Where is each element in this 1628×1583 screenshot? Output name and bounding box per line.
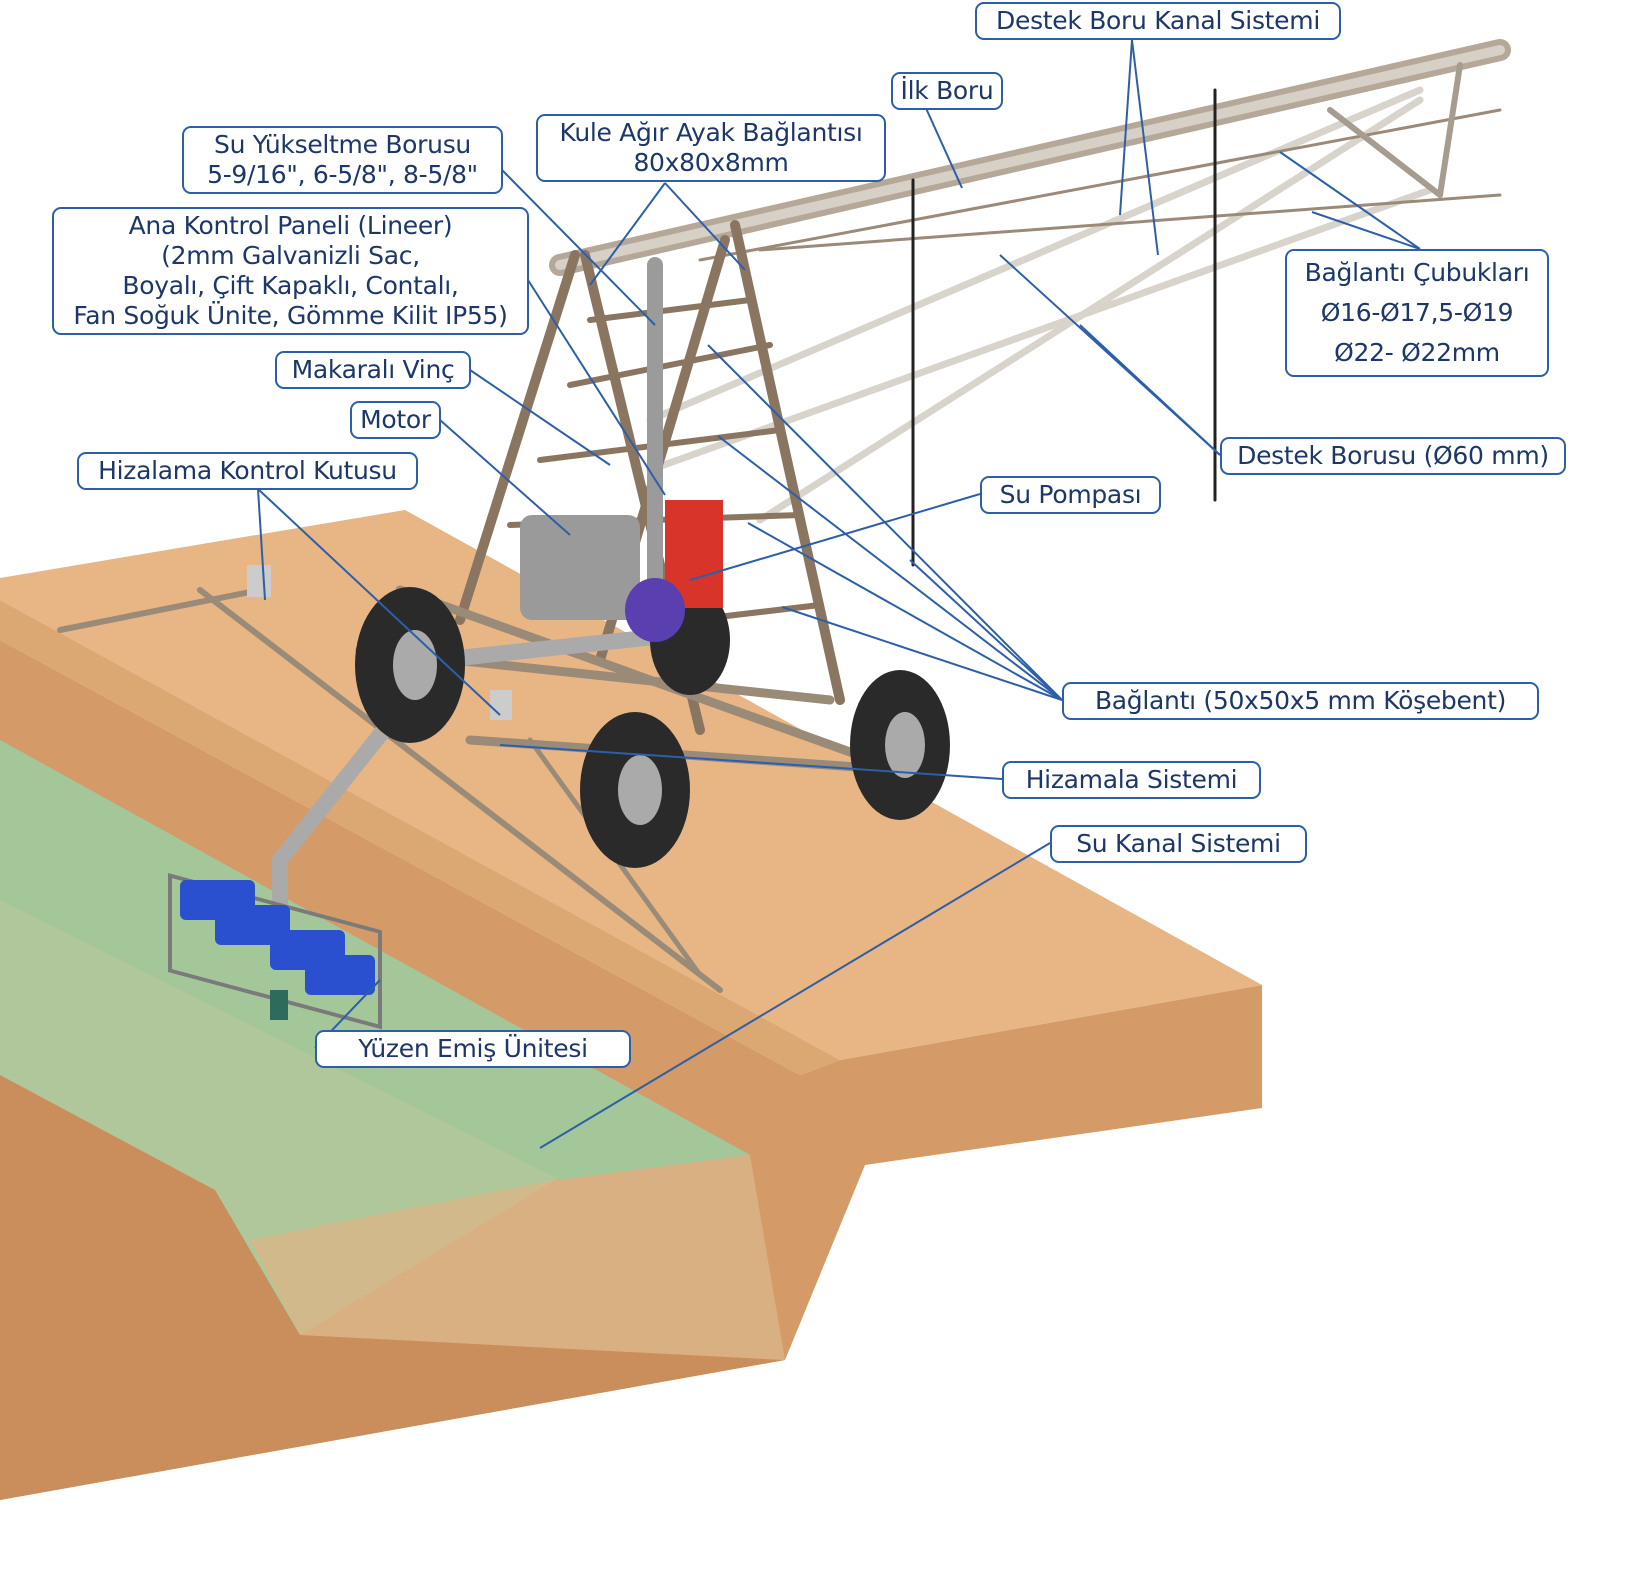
label-text: Destek Borusu (Ø60 mm) bbox=[1237, 441, 1549, 470]
water-surface bbox=[0, 740, 750, 1180]
label-su-pompasi: Su Pompası bbox=[980, 476, 1161, 514]
label-text: Ana Kontrol Paneli (Lineer) bbox=[128, 211, 453, 240]
motor-body bbox=[520, 515, 640, 620]
label-destek-borusu: Destek Borusu (Ø60 mm) bbox=[1220, 437, 1566, 475]
leader-lines bbox=[257, 39, 1421, 1149]
label-text: Yüzen Emiş Ünitesi bbox=[358, 1034, 588, 1063]
label-ilk-boru: İlk Boru bbox=[891, 72, 1003, 110]
label-text: Ø22- Ø22mm bbox=[1334, 338, 1500, 367]
label-text: Hizamala Sistemi bbox=[1025, 765, 1238, 794]
alignment-box-2 bbox=[490, 690, 512, 720]
terrain bbox=[0, 510, 1262, 1500]
label-hizamala-sistemi: Hizamala Sistemi bbox=[1002, 761, 1261, 799]
label-hizalama-kontrol-kutusu: Hizalama Kontrol Kutusu bbox=[77, 452, 418, 490]
label-text: Hizalama Kontrol Kutusu bbox=[98, 456, 397, 485]
label-destek-boru-kanal-sistemi: Destek Boru Kanal Sistemi bbox=[975, 2, 1341, 40]
label-baglanti-kosebent: Bağlantı (50x50x5 mm Köşebent) bbox=[1062, 682, 1539, 720]
canal-floor bbox=[250, 1155, 785, 1360]
pump-body bbox=[625, 578, 685, 642]
label-text: Ø16-Ø17,5-Ø19 bbox=[1320, 298, 1514, 327]
label-text: İlk Boru bbox=[900, 76, 994, 105]
label-text: (2mm Galvanizli Sac, bbox=[161, 241, 420, 270]
label-su-kanal-sistemi: Su Kanal Sistemi bbox=[1050, 825, 1307, 863]
label-text: Su Yükseltme Borusu bbox=[214, 130, 471, 159]
label-makarali-vinc: Makaralı Vinç bbox=[275, 351, 471, 389]
label-text: Fan Soğuk Ünite, Gömme Kilit IP55) bbox=[73, 301, 508, 330]
label-text: Destek Boru Kanal Sistemi bbox=[996, 6, 1320, 35]
label-text: Makaralı Vinç bbox=[291, 355, 455, 384]
alignment-box bbox=[247, 565, 271, 597]
ground-bottom-face bbox=[0, 1075, 785, 1500]
label-text: Motor bbox=[360, 405, 431, 434]
label-motor: Motor bbox=[350, 401, 441, 439]
label-text: Bağlantı (50x50x5 mm Köşebent) bbox=[1094, 686, 1507, 715]
floating-suction-unit bbox=[168, 873, 382, 1030]
canal-bank bbox=[0, 600, 840, 1075]
label-text: 5-9/16", 6-5/8", 8-5/8" bbox=[207, 160, 478, 189]
label-text: Su Pompası bbox=[999, 480, 1142, 509]
label-text: Boyalı, Çift Kapaklı, Contalı, bbox=[122, 271, 459, 300]
label-text: 80x80x8mm bbox=[633, 148, 789, 177]
label-ana-kontrol-paneli: Ana Kontrol Paneli (Lineer)(2mm Galvaniz… bbox=[52, 207, 529, 335]
label-yuzen-emis-unitesi: Yüzen Emiş Ünitesi bbox=[315, 1030, 631, 1068]
label-text: Bağlantı Çubukları bbox=[1304, 258, 1530, 287]
label-text: Kule Ağır Ayak Bağlantısı bbox=[559, 118, 863, 147]
label-text: Su Kanal Sistemi bbox=[1076, 829, 1281, 858]
